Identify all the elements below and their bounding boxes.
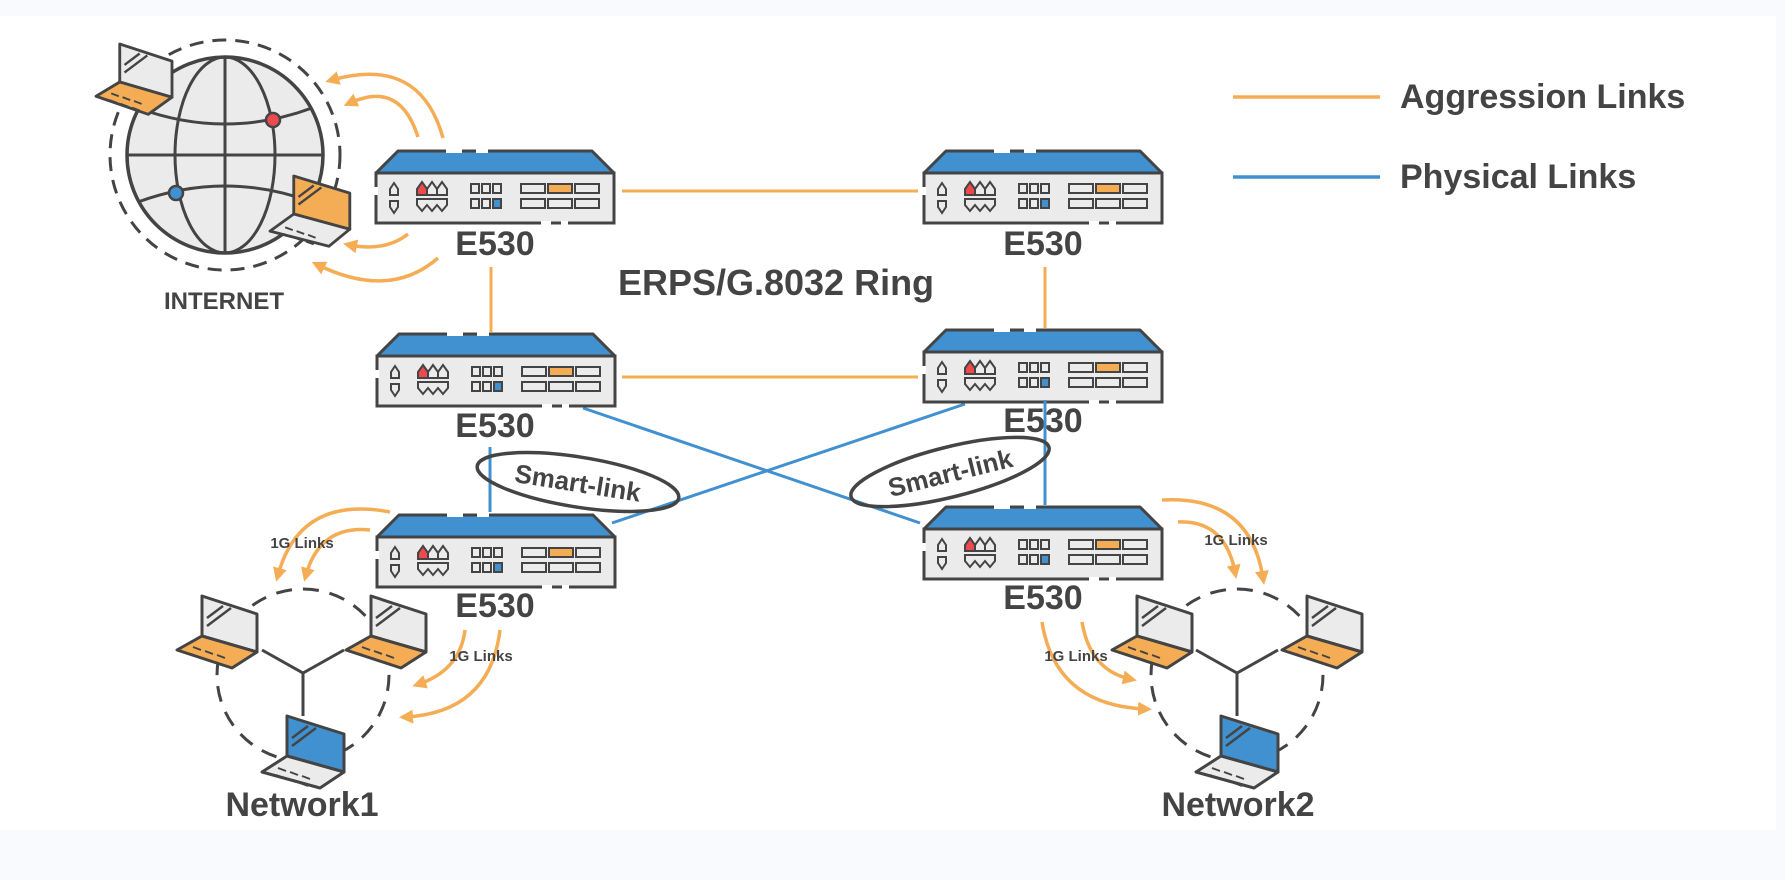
uplink-arrow bbox=[273, 507, 391, 582]
network1-label: Network1 bbox=[225, 786, 378, 824]
uplink-arrow bbox=[1080, 621, 1137, 685]
internet-globe: INTERNET bbox=[94, 38, 445, 315]
uplink-arrow bbox=[1177, 520, 1241, 579]
switch-label: E530 bbox=[455, 407, 534, 445]
switch-bottom-left[interactable] bbox=[375, 513, 617, 589]
laptop-icon bbox=[94, 42, 174, 116]
internet-arrow bbox=[325, 71, 445, 139]
switch-label: E530 bbox=[1003, 579, 1082, 617]
switch-mid-right[interactable] bbox=[922, 328, 1164, 404]
legend: Aggression Links Physical Links bbox=[1233, 78, 1685, 196]
laptop-icon bbox=[1110, 594, 1194, 670]
uplink-arrow bbox=[301, 527, 371, 582]
switch-top-left[interactable] bbox=[374, 149, 616, 225]
switch-label: E530 bbox=[1003, 402, 1082, 440]
network1-dashed-ring bbox=[215, 587, 391, 763]
legend-physical-label: Physical Links bbox=[1400, 158, 1636, 196]
link-label-1g: 1G Links bbox=[270, 535, 333, 552]
red-node-icon bbox=[264, 111, 282, 129]
uplink-arrow bbox=[412, 629, 467, 689]
link-mr-bl bbox=[611, 402, 966, 525]
link-label-1g: 1G Links bbox=[449, 648, 512, 665]
laptop-icon bbox=[175, 594, 259, 670]
internet-arrow bbox=[311, 256, 440, 283]
network2-label: Network2 bbox=[1161, 786, 1314, 824]
switch-label: E530 bbox=[1003, 225, 1082, 263]
internet-arrow bbox=[343, 232, 410, 254]
laptop-icon bbox=[1280, 594, 1364, 670]
network1: 1G Links 1G Links Network1 bbox=[175, 507, 513, 824]
switch-label: E530 bbox=[455, 225, 534, 263]
switch-mid-left[interactable] bbox=[375, 332, 617, 408]
laptop-icon bbox=[344, 594, 428, 670]
smart-link-left: Smart-link bbox=[475, 450, 681, 514]
aggression-links bbox=[489, 189, 1047, 379]
network2: 1G Links 1G Links Network2 bbox=[1040, 498, 1364, 824]
switch-label: E530 bbox=[455, 587, 534, 625]
blue-node-icon bbox=[167, 184, 185, 202]
network2-dashed-ring bbox=[1149, 587, 1325, 763]
smart-link-label: Smart-link bbox=[885, 443, 1016, 503]
link-label-1g: 1G Links bbox=[1204, 532, 1267, 549]
switch-bottom-right[interactable] bbox=[922, 505, 1164, 581]
uplink-arrow bbox=[1161, 498, 1269, 585]
uplink-arrow bbox=[399, 629, 502, 724]
internet-arrow bbox=[343, 93, 420, 138]
ring-label: ERPS/G.8032 Ring bbox=[618, 262, 934, 303]
link-label-1g: 1G Links bbox=[1044, 648, 1107, 665]
laptop-icon bbox=[260, 714, 346, 790]
laptop-icon bbox=[1194, 714, 1280, 790]
globe-dashed-ring bbox=[108, 38, 342, 272]
internet-label: INTERNET bbox=[164, 288, 284, 315]
laptop-icon bbox=[268, 174, 352, 248]
switch-top-right[interactable] bbox=[922, 149, 1164, 225]
legend-aggression-label: Aggression Links bbox=[1400, 78, 1685, 116]
uplink-arrow bbox=[1040, 621, 1152, 716]
